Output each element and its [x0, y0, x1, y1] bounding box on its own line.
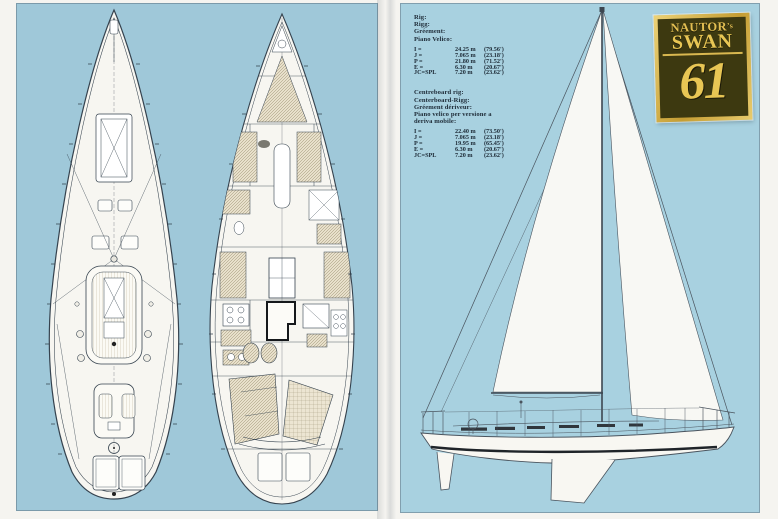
spec-heading-line: deriva mobile:: [414, 118, 457, 126]
spec-metric: 6.30 m: [455, 146, 473, 154]
logo-panel: NAUTOR’s SWAN 61: [657, 16, 749, 119]
spec-metric: 24.25 m: [455, 45, 476, 53]
spec-label: J =: [414, 51, 423, 59]
spec-heading-line: Rigg:: [414, 21, 430, 29]
rig-specifications: Rig: Rigg: Gréement: Piano Velico: I = 24…: [414, 14, 544, 172]
logo-brand-suffix: ’s: [726, 21, 734, 31]
spec-label: I =: [414, 128, 422, 136]
spec-heading-line: Piano Velico:: [414, 35, 453, 43]
deck-plan-drawing: [45, 8, 183, 500]
logo-model-number: 61: [678, 52, 729, 111]
spec-imperial: (20.67'): [484, 63, 504, 71]
spec-row: I = 24.25 m (79.56'): [414, 45, 544, 53]
spec-metric: 21.80 m: [455, 57, 476, 65]
spec-heading-line: Centerboard-Rigg:: [414, 96, 470, 104]
page-gutter-shadow: [377, 0, 401, 519]
spec-metric: 7.20 m: [455, 69, 473, 77]
spec-label: JC=SPL: [414, 69, 437, 77]
spec-heading-line: Rig:: [414, 14, 427, 21]
spec-imperial: (73.50'): [484, 128, 504, 136]
spec-label: JC=SPL: [414, 151, 437, 159]
spec-row: E = 6.30 m (20.67'): [414, 63, 544, 71]
nautor-swan-61-logo: NAUTOR’s SWAN 61: [653, 12, 753, 123]
spec-imperial: (65.45'): [484, 140, 504, 148]
spec-metric: 7.065 m: [455, 51, 476, 59]
spec-row: J = 7.065 m (23.18'): [414, 51, 544, 59]
spec-row: JC=SPL 7.20 m (23.62'): [414, 70, 544, 76]
left-page: [16, 3, 378, 511]
spec-metric: 7.065 m: [455, 134, 476, 142]
plan-views-drawing: [45, 8, 355, 505]
interior-plan-drawing: [209, 12, 355, 505]
spec-row: E = 6.30 m (20.67'): [414, 147, 544, 153]
sail-plan-drawing: [420, 7, 736, 504]
spec-heading-line: Gréement dériveur:: [414, 103, 473, 111]
spec-row: I = 22.40 m (73.50'): [414, 129, 544, 135]
spec-label: P =: [414, 140, 423, 148]
spec-metric: 22.40 m: [455, 128, 476, 136]
spec-row: P = 21.80 m (71.52'): [414, 57, 544, 65]
spec-imperial: (23.18'): [484, 134, 504, 142]
right-page: Rig: Rigg: Gréement: Piano Velico: I = 24…: [400, 3, 760, 513]
spec-label: E =: [414, 63, 424, 71]
rig-spec-table-centreboard: I = 22.40 m (73.50') J = 7.065 m (23.18') P …: [414, 129, 544, 159]
rig-heading-centreboard: Centreboard rig: Centerboard-Rigg: Gréem…: [414, 89, 544, 125]
spec-metric: 6.30 m: [455, 63, 473, 71]
spec-heading-line: Piano velico per versione a: [414, 110, 492, 118]
spec-label: I =: [414, 45, 422, 53]
spec-label: E =: [414, 146, 424, 154]
spec-heading-line: Gréement:: [414, 28, 446, 36]
rig-spec-table-standard: I = 24.25 m (79.56') J = 7.065 m (23.18') P …: [414, 45, 544, 77]
spec-imperial: (23.18'): [484, 51, 504, 59]
spec-imperial: (23.62'): [484, 151, 504, 159]
spec-metric: 19.95 m: [455, 140, 476, 148]
spec-row: JC=SPL 7.20 m (23.62'): [414, 151, 544, 159]
spec-row: P = 19.95 m (65.45'): [414, 141, 544, 147]
spec-row: J = 7.065 m (23.18'): [414, 135, 544, 141]
spec-label: J =: [414, 134, 423, 142]
spec-imperial: (71.52'): [484, 57, 504, 65]
rig-heading-standard: Rig: Rigg: Gréement: Piano Velico:: [414, 14, 544, 43]
spec-label: P =: [414, 57, 423, 65]
spec-imperial: (23.62'): [484, 69, 504, 77]
spec-imperial: (20.67'): [484, 146, 504, 154]
spec-metric: 7.20 m: [455, 151, 473, 159]
spec-imperial: (79.56'): [484, 45, 504, 53]
spec-heading-line: Centreboard rig:: [414, 89, 464, 97]
